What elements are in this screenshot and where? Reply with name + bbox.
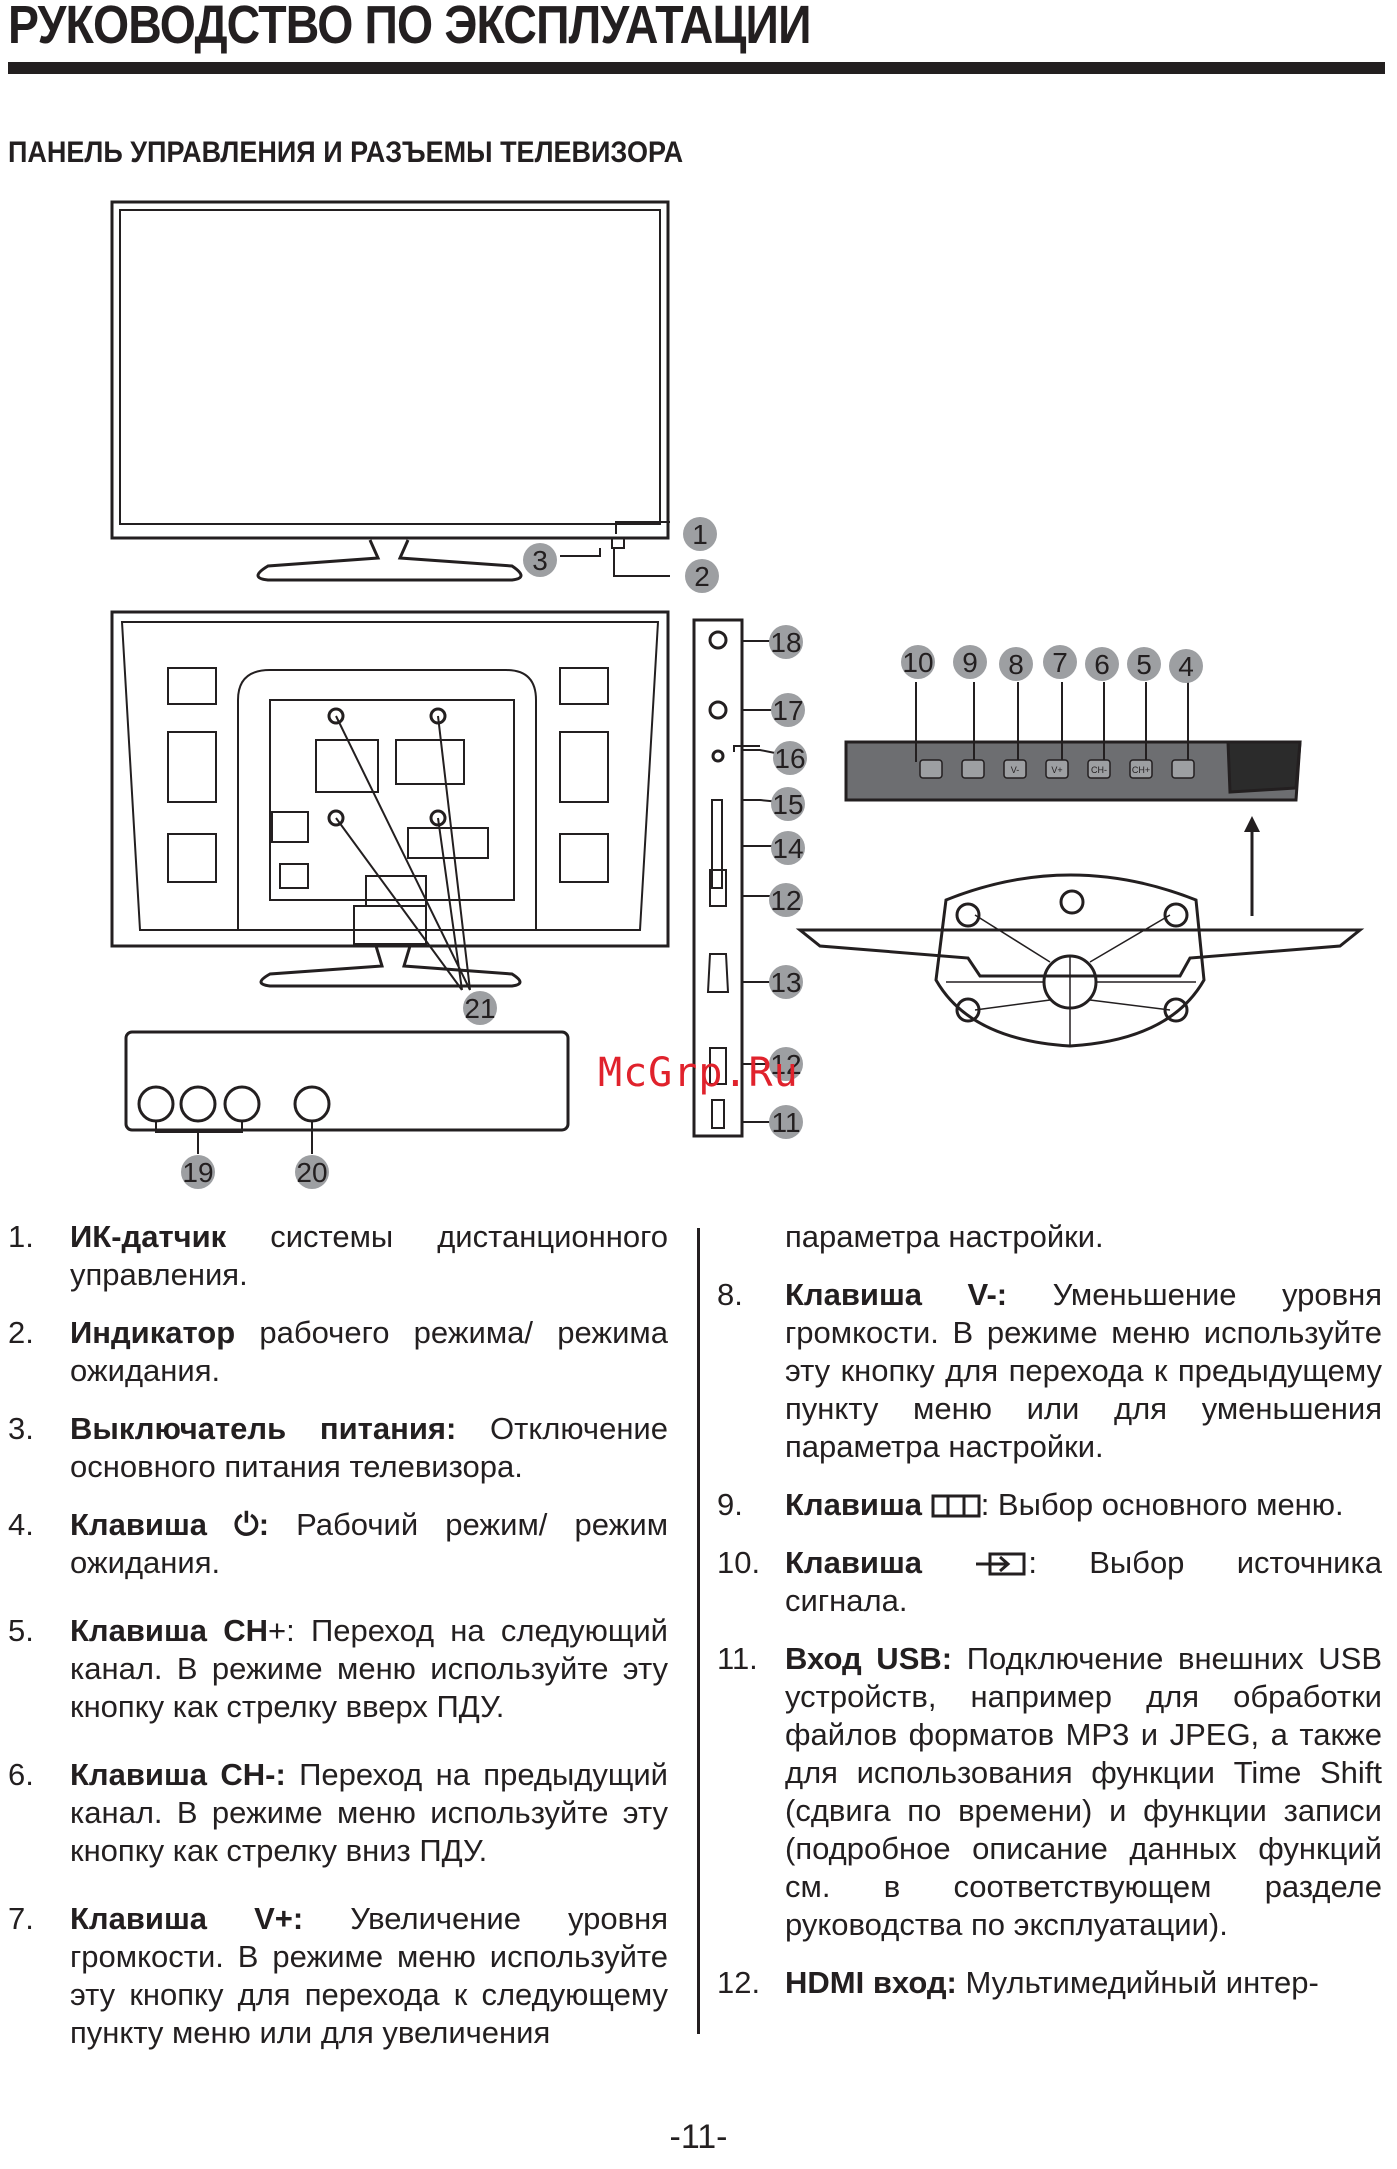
callout-13: 13 xyxy=(770,967,801,998)
callout-18: 18 xyxy=(770,627,801,658)
item-text: : Выбор основного меню. xyxy=(980,1487,1344,1522)
source-icon xyxy=(976,1552,1026,1576)
item-text: : Выбор источника сигнала. xyxy=(785,1545,1382,1618)
callout-3: 3 xyxy=(532,545,548,576)
item-number: 9. xyxy=(717,1487,743,1522)
callout-14: 14 xyxy=(772,833,803,864)
callout-17: 17 xyxy=(772,695,803,726)
button-label-v-minus: V- xyxy=(1011,765,1020,775)
callout-16: 16 xyxy=(774,743,805,774)
callout-2: 2 xyxy=(694,561,710,592)
item-term: Клавиша СН-: xyxy=(70,1757,286,1792)
item-number: 8. xyxy=(717,1277,743,1312)
section-heading: ПАНЕЛЬ УПРАВЛЕНИЯ И РАЗЪЕМЫ ТЕЛЕВИЗОРА xyxy=(8,136,684,169)
item-number: 1. xyxy=(8,1219,34,1254)
item-text: Отключение основного питания телевизора. xyxy=(70,1411,668,1484)
callout-15: 15 xyxy=(772,789,803,820)
item-term: Клавиша V-: xyxy=(785,1277,1008,1312)
column-divider xyxy=(697,1228,700,2034)
item-text: +: Переход на следующий канал. В режиме … xyxy=(70,1613,669,1724)
item-number: 12. xyxy=(717,1965,761,2000)
item-term: Клавиша СН xyxy=(70,1613,269,1648)
menu-icon xyxy=(931,1494,981,1518)
list-item: 8. Клавиша V-: Уменьшение уровня громкос… xyxy=(717,1276,1382,1466)
items-left: 1. ИК-датчик системы дистанционного упра… xyxy=(8,1218,668,2072)
callout-1: 1 xyxy=(692,519,708,550)
list-item: 10. Клавиша : Выбор источника сигнала. xyxy=(717,1544,1382,1620)
item-text: системы дистанционного управления. xyxy=(70,1219,668,1292)
callout-5: 5 xyxy=(1136,649,1152,680)
item-number: 3. xyxy=(8,1411,34,1446)
callout-10: 10 xyxy=(902,647,933,678)
item-number: 10. xyxy=(717,1545,761,1580)
callout-9: 9 xyxy=(962,647,978,678)
ir-sensor xyxy=(611,537,625,549)
callout-20: 20 xyxy=(296,1157,327,1188)
item-number: 7. xyxy=(8,1901,34,1936)
item-term: Выключатель питания: xyxy=(70,1411,457,1446)
list-item: параметра настройки. xyxy=(717,1218,1382,1256)
page-number: -11- xyxy=(669,2118,728,2156)
tv-back-stand xyxy=(259,945,522,988)
tv-back-frame xyxy=(110,610,670,948)
item-term: Индикатор xyxy=(70,1315,236,1350)
callout-8: 8 xyxy=(1008,649,1024,680)
item-term: Клавиша ⏻: xyxy=(70,1507,270,1542)
list-item: 12. HDMI вход: Мультимедийный интер- xyxy=(717,1964,1382,2002)
tv-front-stand xyxy=(256,539,523,582)
callout-6: 6 xyxy=(1094,649,1110,680)
list-item: 1. ИК-датчик системы дистанционного упра… xyxy=(8,1218,668,1294)
item-text: Переход на предыдущий канал. В режиме ме… xyxy=(70,1757,668,1868)
item-number: 2. xyxy=(8,1315,34,1350)
items-right: параметра настройки. 8. Клавиша V-: Умен… xyxy=(717,1218,1382,2022)
tv-front-screen xyxy=(119,209,661,525)
button-label-ch-minus: CH- xyxy=(1091,765,1107,775)
callout-19: 19 xyxy=(182,1157,213,1188)
item-text: Рабочий режим/ режим ожидания. xyxy=(70,1507,669,1580)
list-item: 6. Клавиша СН-: Переход на предыдущий ка… xyxy=(8,1756,668,1870)
item-text: параметра настройки. xyxy=(785,1219,1104,1254)
item-term: Клавиша V+: xyxy=(70,1901,304,1936)
item-number: 11. xyxy=(717,1641,758,1676)
tv-front-frame xyxy=(110,200,670,540)
item-number: 4. xyxy=(8,1507,34,1542)
button-strip xyxy=(844,740,1302,802)
item-text: Увеличение уровня громкости. В режиме ме… xyxy=(70,1901,669,2050)
list-item: 3. Выключатель питания: Отключение основ… xyxy=(8,1410,668,1486)
stand-bottom-view xyxy=(795,928,1365,978)
callout-4: 4 xyxy=(1178,651,1194,682)
side-port-panel xyxy=(692,618,744,1138)
item-text: Мультимедийный интер- xyxy=(956,1965,1319,2000)
list-item: 11. Вход USB: Подключение внешних USB ус… xyxy=(717,1640,1382,1944)
callout-12: 12 xyxy=(770,885,801,916)
item-term: HDMI вход: xyxy=(785,1965,957,2000)
callout-7: 7 xyxy=(1052,647,1068,678)
item-number: 5. xyxy=(8,1613,34,1648)
item-text: рабочего режима/ режима ожидания. xyxy=(70,1315,668,1388)
list-item: 7. Клавиша V+: Увеличение уровня громкос… xyxy=(8,1900,668,2052)
callout-12b: 12 xyxy=(770,1049,801,1080)
button-label-ch-plus: CH+ xyxy=(1132,765,1150,775)
item-term: Клавиша xyxy=(785,1545,923,1580)
list-item: 4. Клавиша ⏻: Рабочий режим/ режим ожида… xyxy=(8,1506,668,1582)
back-panel-zoom xyxy=(124,1030,570,1132)
item-term: Клавиша xyxy=(785,1487,923,1522)
button-label-v-plus: V+ xyxy=(1051,765,1062,775)
list-item: 9. Клавиша : Выбор основного меню. xyxy=(717,1486,1382,1524)
page-title: РУКОВОДСТВО ПО ЭКСПЛУАТАЦИИ xyxy=(8,0,811,55)
callout-11: 11 xyxy=(771,1107,800,1138)
item-text: Подключение внешних USB устройств, напри… xyxy=(785,1641,1383,1942)
callout-21: 21 xyxy=(464,993,495,1024)
item-term: Вход USB: xyxy=(785,1641,953,1676)
list-item: 2. Индикатор рабочего режима/ режима ожи… xyxy=(8,1314,668,1390)
title-underline xyxy=(8,62,1385,74)
item-term: ИК-датчик xyxy=(70,1219,227,1254)
tv-diagram: 1 2 3 4 5 6 7 8 9 10 11 12 13 14 15 16 1… xyxy=(110,200,1365,1189)
list-item: 5. Клавиша СН+: Переход на следующий кан… xyxy=(8,1612,668,1726)
watermark: McGrp.Ru xyxy=(598,1050,799,1096)
item-number: 6. xyxy=(8,1757,34,1792)
item-text: Уменьшение уровня громкости. В режиме ме… xyxy=(785,1277,1382,1464)
